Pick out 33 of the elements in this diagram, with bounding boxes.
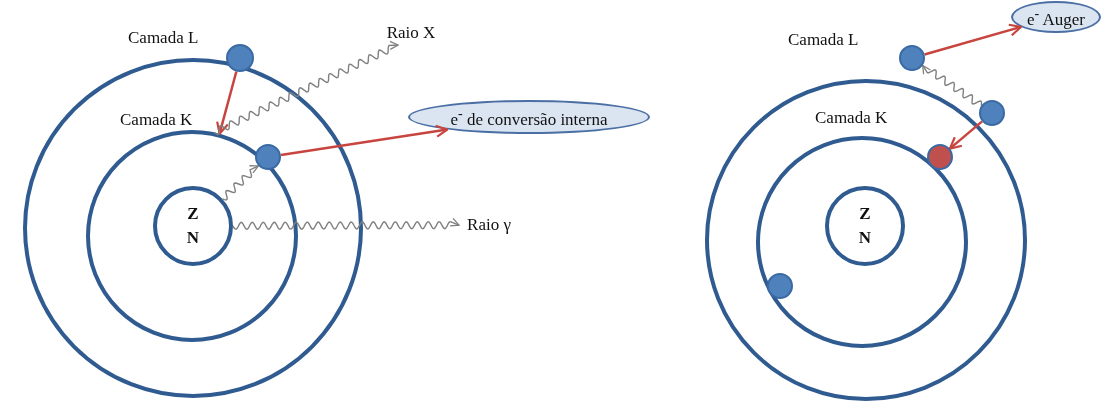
shell-label: Camada K <box>120 110 193 130</box>
electron <box>255 144 281 170</box>
ray-label: Raio X <box>380 21 442 45</box>
arrow <box>280 124 449 157</box>
nucleus-circle <box>153 186 233 266</box>
electron <box>767 273 793 299</box>
shell-label: Camada L <box>788 30 859 50</box>
ray-label: Raio γ <box>459 213 519 237</box>
electron-shell <box>756 136 968 348</box>
nucleus-symbol: Z <box>859 203 871 225</box>
electron-shell <box>23 58 363 398</box>
arrow <box>924 23 1022 56</box>
electron <box>927 144 953 170</box>
electron <box>226 44 254 72</box>
arrow <box>216 71 238 135</box>
particle-ellipse <box>1011 1 1101 33</box>
electron <box>979 100 1005 126</box>
wavy-arrow <box>213 40 399 136</box>
particle-label: e$^{-}$ Auger <box>1026 4 1086 30</box>
nucleus-symbol: N <box>186 227 200 249</box>
arrow <box>948 120 983 150</box>
nucleus-symbol: N <box>858 227 872 249</box>
shell-label: Camada L <box>128 28 199 48</box>
electron-shell <box>86 130 298 342</box>
wavy-arrow <box>221 165 260 201</box>
particle-label: e$^{-}$ de conversão interna <box>450 104 608 130</box>
shell-label: Camada K <box>815 108 888 128</box>
wavy-arrow <box>922 64 983 107</box>
nucleus-symbol: Z <box>187 203 199 225</box>
electron-shell <box>705 79 1027 401</box>
nucleus-circle <box>825 186 905 266</box>
electron <box>899 45 925 71</box>
wavy-arrow <box>232 217 460 231</box>
